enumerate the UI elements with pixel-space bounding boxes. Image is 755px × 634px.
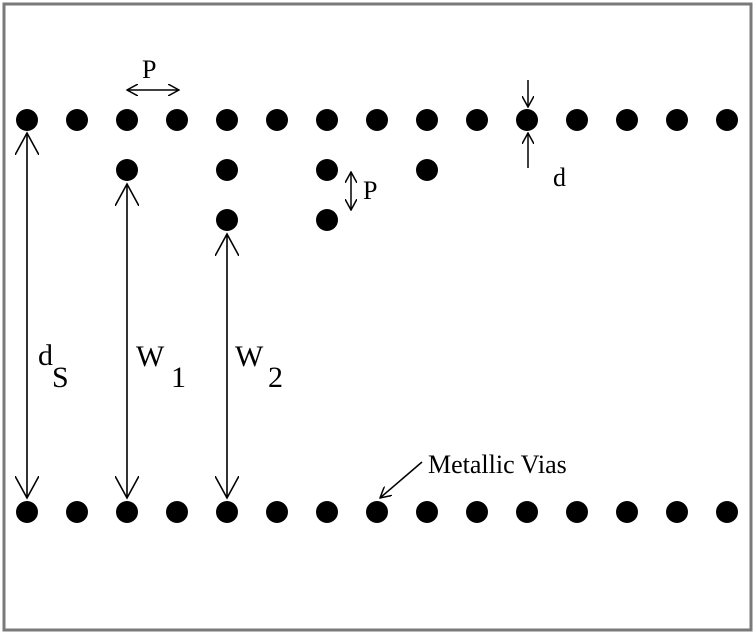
spacing-ds-subscript: S	[52, 361, 69, 394]
via-bottom-8	[366, 501, 388, 523]
via-bottom-13	[616, 501, 638, 523]
via-inner-5	[216, 209, 238, 231]
via-bottom-10	[466, 501, 488, 523]
via-top-9	[416, 109, 438, 131]
via-bottom-4	[166, 501, 188, 523]
via-inner-3	[316, 159, 338, 181]
via-bottom-7	[316, 501, 338, 523]
via-top-2	[66, 109, 88, 131]
pitch-label-side: P	[363, 176, 377, 205]
via-top-3	[116, 109, 138, 131]
via-bottom-9	[416, 501, 438, 523]
via-inner-2	[216, 159, 238, 181]
via-inner-6	[316, 209, 338, 231]
via-top-4	[166, 109, 188, 131]
via-top-7	[316, 109, 338, 131]
via-bottom-14	[666, 501, 688, 523]
via-top-6	[266, 109, 288, 131]
width-w2-subscript: 2	[268, 361, 283, 394]
via-top-14	[666, 109, 688, 131]
via-bottom-1	[16, 501, 38, 523]
via-top-10	[466, 109, 488, 131]
via-top-11	[516, 109, 538, 131]
width-w2-label: W	[235, 340, 264, 373]
top-via-row	[16, 109, 738, 131]
diameter-label: d	[553, 163, 566, 192]
via-top-12	[566, 109, 588, 131]
via-inner-1	[116, 159, 138, 181]
inner-via-rows	[116, 159, 438, 231]
spacing-ds-label: d	[38, 339, 53, 372]
via-bottom-6	[266, 501, 288, 523]
via-top-5	[216, 109, 238, 131]
width-w1-subscript: 1	[171, 361, 186, 394]
pitch-label-top: P	[142, 55, 156, 84]
via-bottom-11	[516, 501, 538, 523]
via-bottom-5	[216, 501, 238, 523]
via-top-13	[616, 109, 638, 131]
via-top-1	[16, 109, 38, 131]
via-bottom-3	[116, 501, 138, 523]
via-top-8	[366, 109, 388, 131]
metallic-vias-label: Metallic Vias	[428, 450, 567, 479]
via-inner-4	[416, 159, 438, 181]
metallic-vias-pointer	[380, 461, 423, 498]
via-bottom-12	[566, 501, 588, 523]
via-bottom-2	[66, 501, 88, 523]
via-bottom-15	[716, 501, 738, 523]
via-top-15	[716, 109, 738, 131]
bottom-via-row	[16, 501, 738, 523]
width-w1-label: W	[136, 340, 165, 373]
